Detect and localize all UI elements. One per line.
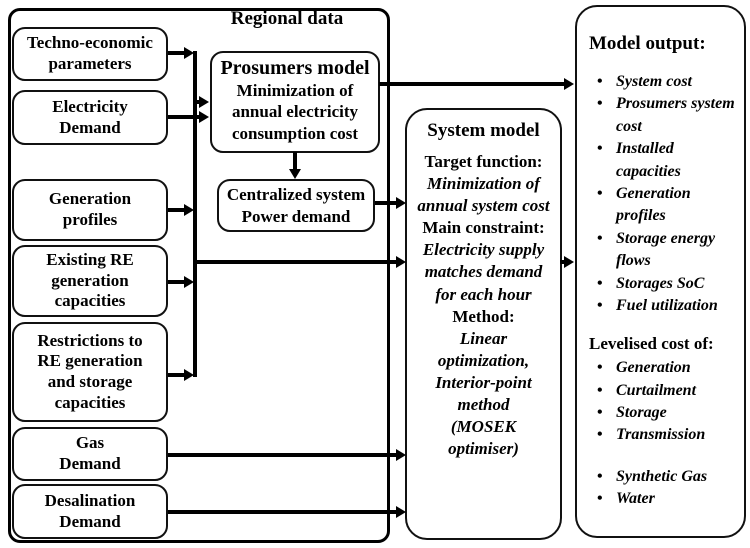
- output-item-storages-soc: Storages SoC: [589, 273, 740, 296]
- arrow-collector-to-system-model: [193, 256, 406, 268]
- levelised-item-curtailment: Curtailment: [589, 380, 705, 403]
- input-box-restrictions-re-generation-storage: Restrictions to RE generation and storag…: [12, 322, 168, 422]
- output-item-storage-energy-flows: Storage energy flows: [589, 228, 740, 273]
- levelised-item-transmission: Transmission: [589, 424, 705, 447]
- output-item-fuel-utilization: Fuel utilization: [589, 295, 740, 318]
- model-output-title: Model output:: [589, 33, 706, 54]
- output-item-installed-capacities: Installed capacities: [589, 138, 740, 183]
- levelised-item-storage: Storage: [589, 402, 705, 425]
- output-item-system-cost: System cost: [589, 71, 740, 94]
- target-function-detail: Minimization of annual system cost: [417, 174, 550, 216]
- main-constraint-detail: Electricity supply matches demand for ea…: [422, 240, 545, 304]
- additional-output-list: Synthetic Gas Water: [589, 466, 707, 511]
- arrow-existing-re-to-collector: [168, 276, 194, 288]
- input-box-desalination-demand: Desalination Demand: [12, 484, 168, 539]
- centralized-system-power-demand-box: Centralized system Power demand: [217, 179, 375, 232]
- arrow-generation-profiles-to-collector: [168, 204, 194, 216]
- target-function-label: Target function:: [424, 152, 543, 171]
- model-output-list: System cost Prosumers system cost Instal…: [589, 71, 740, 318]
- arrow-prosumers-to-centralized: [289, 152, 301, 179]
- prosumers-model-objective: Minimization of annual electricity consu…: [231, 81, 359, 143]
- prosumers-model-title: Prosumers model: [220, 57, 370, 79]
- arrow-prosumers-to-model-output: [379, 78, 574, 90]
- arrow-restrictions-to-collector: [168, 369, 194, 381]
- input-box-techno-economic-parameters: Techno-economic parameters: [12, 27, 168, 81]
- model-output-box: Model output: System cost Prosumers syst…: [575, 5, 746, 538]
- main-constraint-label: Main constraint:: [422, 218, 545, 238]
- input-box-gas-demand: Gas Demand: [12, 427, 168, 481]
- system-model-box: System model Target function: Minimizati…: [405, 108, 562, 540]
- collector-line: [193, 51, 197, 377]
- arrow-centralized-to-system-model: [375, 197, 406, 209]
- levelised-item-generation: Generation: [589, 357, 705, 380]
- levelised-cost-list: Generation Curtailment Storage Transmiss…: [589, 357, 705, 447]
- input-box-electricity-demand: Electricity Demand: [12, 90, 168, 145]
- prosumers-model-box: Prosumers model Minimization of annual e…: [210, 51, 380, 153]
- levelised-cost-title: Levelised cost of:: [589, 334, 714, 354]
- output-item-generation-profiles: Generation profiles: [589, 183, 740, 228]
- output-item-prosumers-system-cost: Prosumers system cost: [589, 93, 740, 138]
- method-label: Method:: [452, 306, 515, 326]
- additional-item-water: Water: [589, 488, 707, 511]
- arrow-desalination-demand-to-system-model: [168, 506, 406, 518]
- arrow-techno-economic-to-collector: [168, 47, 194, 59]
- input-box-existing-re-generation-capacities: Existing RE generation capacities: [12, 245, 168, 317]
- arrow-gas-demand-to-system-model: [168, 449, 406, 461]
- method-detail: Linear optimization, Interior-point meth…: [435, 328, 532, 459]
- arrow-system-model-to-model-output: [560, 256, 574, 268]
- regional-data-title: Regional data: [230, 8, 344, 29]
- arrow-collector-to-prosumers: [193, 96, 209, 108]
- system-model-title: System model: [427, 120, 540, 141]
- input-box-generation-profiles: Generation profiles: [12, 179, 168, 241]
- arrow-electricity-demand-to-prosumers: [168, 111, 209, 123]
- additional-item-synthetic-gas: Synthetic Gas: [589, 466, 707, 489]
